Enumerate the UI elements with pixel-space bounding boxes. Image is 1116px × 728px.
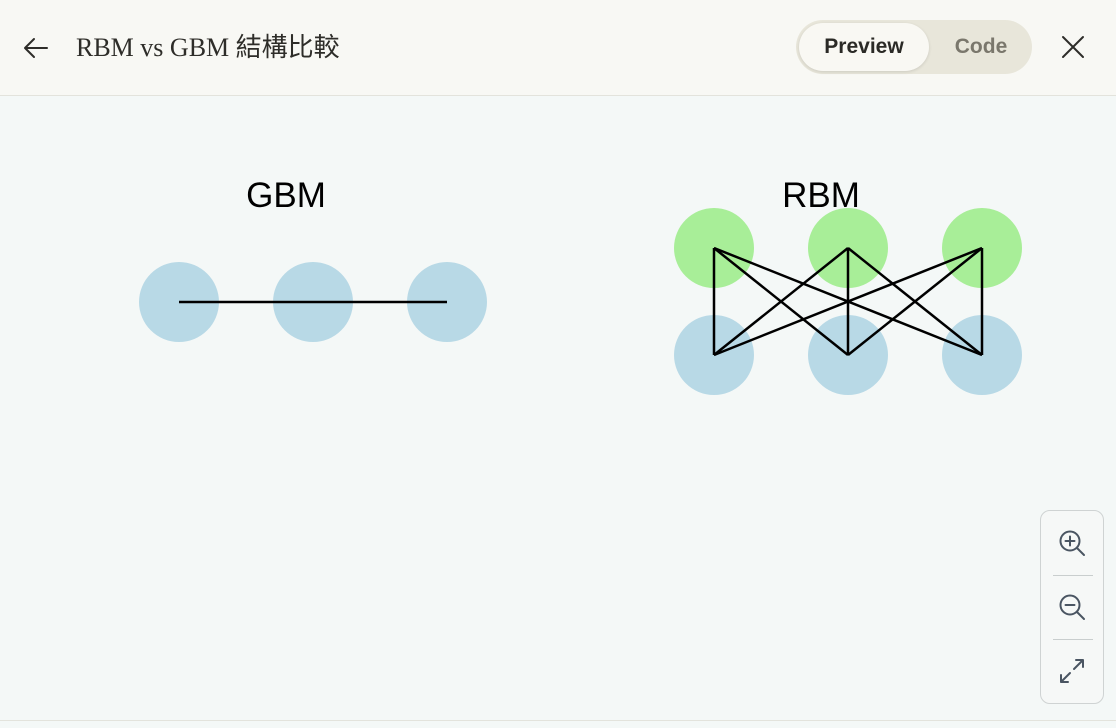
rbm-edge — [847, 247, 983, 356]
zoom-out-icon — [1059, 594, 1085, 620]
zoom-controls — [1040, 510, 1104, 704]
close-button[interactable] — [1054, 28, 1092, 66]
page-title: RBM vs GBM 結構比較 — [76, 33, 340, 62]
gbm-graph — [139, 262, 487, 342]
zoom-divider — [1053, 575, 1093, 576]
tab-code[interactable]: Code — [954, 35, 1008, 58]
rbm-edge — [713, 246, 983, 357]
zoom-divider — [1053, 639, 1093, 640]
diagram-svg: GBM RBM — [139, 176, 1022, 395]
zoom-out-button[interactable] — [1041, 576, 1103, 638]
zoom-in-icon — [1059, 530, 1085, 556]
back-button[interactable] — [18, 30, 54, 66]
preview-canvas: GBM RBM — [0, 97, 1116, 723]
tab-preview[interactable]: Preview — [799, 23, 929, 71]
rbm-graph — [674, 208, 1022, 395]
gbm-label: GBM — [246, 176, 326, 215]
expand-icon — [1060, 659, 1084, 683]
bottom-divider — [0, 720, 1116, 721]
zoom-in-button[interactable] — [1041, 512, 1103, 574]
rbm-edge — [713, 247, 849, 356]
header-bar: RBM vs GBM 結構比較 Preview Code — [0, 0, 1116, 96]
arrow-left-icon — [24, 38, 48, 58]
fit-view-button[interactable] — [1041, 640, 1103, 702]
close-icon — [1062, 36, 1084, 58]
view-toggle: Preview Code — [796, 20, 1032, 74]
